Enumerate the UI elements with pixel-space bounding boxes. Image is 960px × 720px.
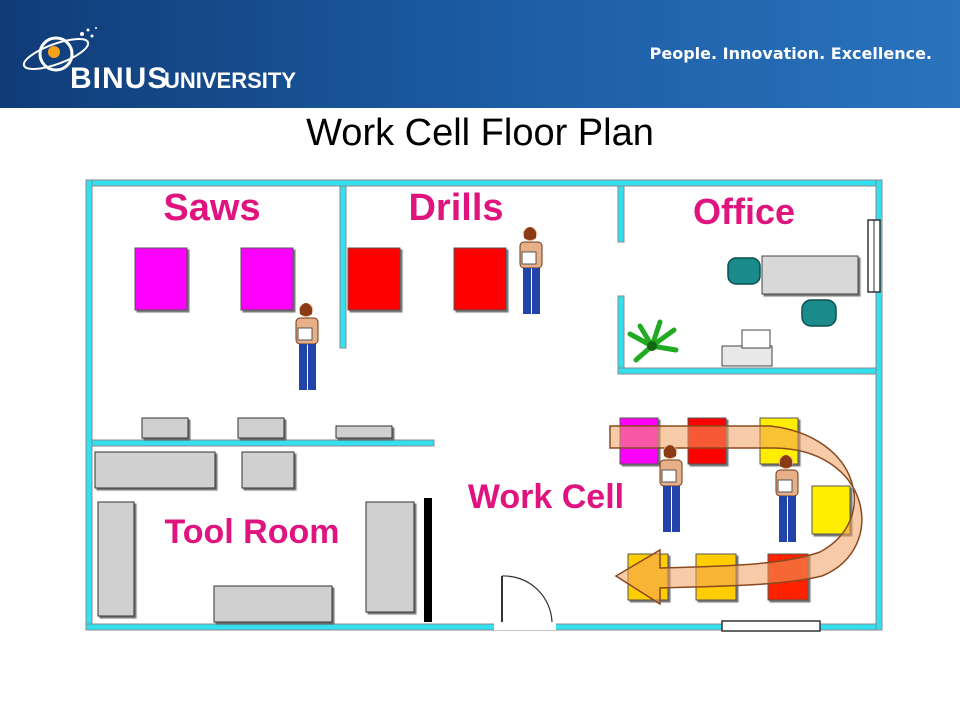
- saws-drills-divider: [339, 185, 347, 349]
- office-wall-bottom: [617, 367, 877, 375]
- label-saws: Saws: [163, 187, 260, 229]
- page-title: Work Cell Floor Plan: [306, 112, 654, 154]
- cabinet: [97, 501, 135, 617]
- office-furniture: [627, 255, 859, 367]
- worker-icon: [775, 455, 799, 542]
- flow-arrow: [609, 425, 863, 606]
- outer-wall-left: [85, 179, 93, 631]
- label-office: Office: [693, 191, 795, 232]
- label-work-cell: Work Cell: [468, 478, 624, 516]
- tool-room-cabinets: [94, 451, 415, 623]
- tagline: People. Innovation. Excellence.: [649, 44, 932, 63]
- door: [494, 575, 556, 630]
- worker-icon: [519, 227, 543, 314]
- label-drills: Drills: [408, 187, 503, 229]
- office-wall-upper: [617, 185, 625, 243]
- cabinet: [365, 501, 415, 613]
- drill-machines: [347, 247, 507, 311]
- binus-logo-icon: [22, 27, 97, 72]
- office-chair: [727, 257, 761, 285]
- cabinet: [241, 451, 295, 489]
- worker-icon: [295, 303, 319, 390]
- outer-wall-right: [875, 179, 883, 631]
- drill-machine: [347, 247, 401, 311]
- saws-benches: [141, 417, 393, 439]
- loading-door: [721, 620, 821, 632]
- outer-wall-top: [85, 179, 883, 187]
- saw-machine: [134, 247, 188, 311]
- cabinet: [94, 451, 216, 489]
- office-chair: [801, 299, 837, 327]
- plant-icon: [627, 319, 679, 363]
- office-printer: [721, 345, 773, 367]
- office-desk: [761, 255, 859, 295]
- bench: [141, 417, 189, 439]
- walls: [85, 179, 883, 631]
- cabinet: [213, 585, 333, 623]
- saw-machine: [240, 247, 294, 311]
- label-tool-room: Tool Room: [165, 513, 340, 551]
- work-cell-machine: [811, 485, 851, 535]
- worker-icon: [659, 445, 683, 532]
- drill-machine: [453, 247, 507, 311]
- bench: [237, 417, 285, 439]
- header-banner: BINUS UNIVERSITY People. Innovation. Exc…: [0, 0, 960, 108]
- brand-name: BINUS: [70, 62, 169, 95]
- saw-machines: [134, 247, 294, 311]
- tool-room-wall: [91, 439, 435, 447]
- bench: [335, 425, 393, 439]
- partition: [424, 498, 432, 622]
- brand-sub: UNIVERSITY: [164, 68, 297, 93]
- office-wall-lower: [617, 295, 625, 375]
